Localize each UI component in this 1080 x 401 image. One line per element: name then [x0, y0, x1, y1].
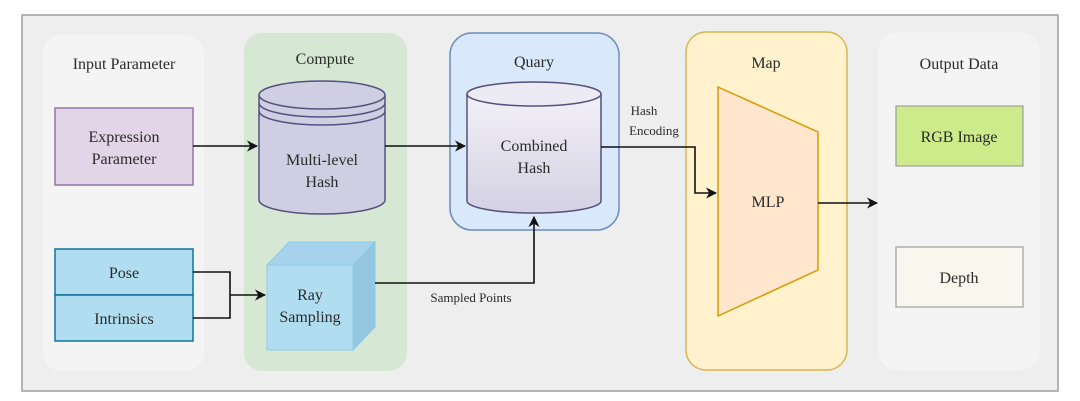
combined-hash-line2: Hash	[518, 160, 551, 177]
multilevel-hash-line1: Multi-level	[286, 152, 359, 169]
intrinsics-node[interactable]: Intrinsics	[54, 294, 194, 342]
depth-node[interactable]: Depth	[895, 246, 1024, 308]
expression-label-line2: Parameter	[92, 151, 158, 168]
output-group-title: Output Data	[920, 56, 999, 73]
compute-group: Compute Multi-level Hash Ray Sampling	[244, 33, 407, 371]
expression-parameter-node[interactable]: Expression Parameter	[54, 107, 194, 186]
mlp-trapezoid[interactable]: MLP	[717, 85, 819, 318]
query-group-title: Quary	[514, 54, 554, 71]
depth-label: Depth	[939, 270, 978, 287]
combined-hash-cylinder[interactable]: Combined Hash	[466, 81, 602, 214]
ray-sampling-line2: Sampling	[279, 309, 340, 326]
output-group-panel	[878, 32, 1040, 370]
edges	[193, 140, 879, 319]
hash-encoding-label-line2: Encoding	[629, 123, 679, 138]
pose-label: Pose	[109, 265, 139, 282]
compute-group-title: Compute	[296, 51, 355, 68]
output-data-group: Output Data RGB Image Depth	[878, 32, 1040, 370]
query-group: Quary Combined Hash	[449, 32, 620, 231]
multilevel-hash-cylinder[interactable]: Multi-level Hash	[258, 80, 386, 215]
pose-node[interactable]: Pose	[54, 248, 194, 296]
sampled-points-label: Sampled Points	[430, 290, 511, 305]
input-parameter-group: Input Parameter Expression Parameter Pos…	[43, 35, 204, 371]
edge-hash-encoding	[601, 146, 718, 199]
ray-sampling-line1: Ray	[297, 287, 323, 304]
map-group: Map MLP	[685, 31, 848, 371]
rgb-image-label: RGB Image	[921, 129, 998, 146]
multilevel-hash-line2: Hash	[306, 174, 339, 191]
rgb-image-node[interactable]: RGB Image	[895, 105, 1024, 167]
expression-label-line1: Expression	[88, 129, 159, 146]
combined-hash-line1: Combined	[501, 138, 568, 155]
intrinsics-label: Intrinsics	[94, 311, 154, 328]
input-group-title: Input Parameter	[73, 56, 176, 73]
edge-sampled-points	[375, 215, 540, 284]
map-group-title: Map	[751, 55, 780, 72]
mlp-label: MLP	[752, 194, 785, 211]
hash-encoding-label-line1: Hash	[631, 103, 658, 118]
ray-sampling-cube[interactable]: Ray Sampling	[265, 240, 377, 352]
